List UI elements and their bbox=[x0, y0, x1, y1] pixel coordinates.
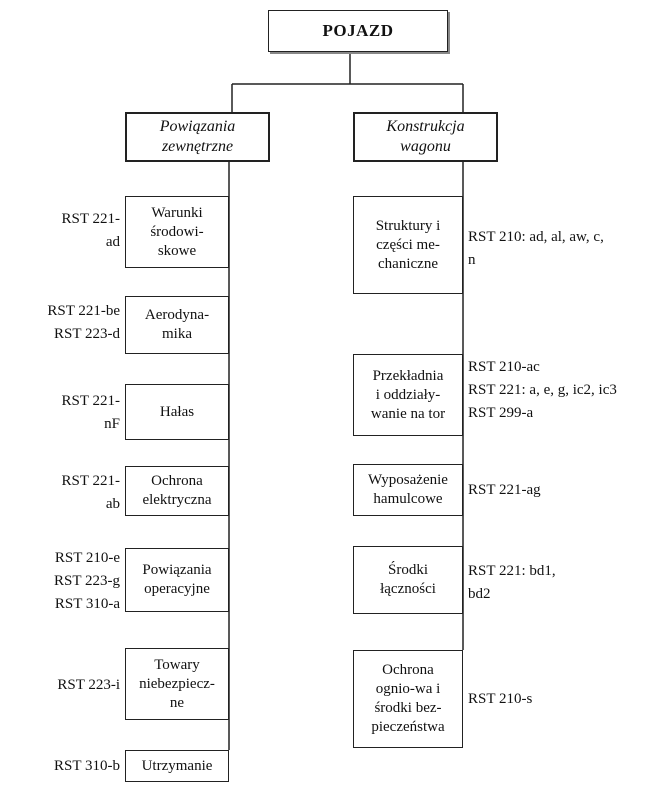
left-node: Warunki środowi- skowe bbox=[125, 196, 229, 268]
node-label: Warunki środowi- skowe bbox=[150, 204, 204, 259]
left-node: Aerodyna- mika bbox=[125, 296, 229, 354]
node-label: Utrzymanie bbox=[141, 757, 213, 774]
left-node: Utrzymanie bbox=[125, 750, 229, 782]
node-label: Hałas bbox=[159, 403, 195, 420]
node-label: Struktury i części me- chaniczne bbox=[375, 217, 441, 272]
requirement-reference: RST 210: ad, al, aw, c, n bbox=[468, 229, 604, 268]
branch-node-left: Powiązania zewnętrzne bbox=[125, 112, 270, 162]
left-node: Towary niebezpiecz- ne bbox=[125, 648, 229, 720]
requirement-reference: RST 210-ac RST 221: a, e, g, ic2, ic3 RS… bbox=[468, 359, 617, 421]
requirement-reference: RST 210-s bbox=[468, 691, 533, 707]
node-label: Ochrona ognio-wa i środki bez- pieczeńst… bbox=[371, 662, 445, 735]
requirement-reference: RST 221- nF bbox=[61, 393, 120, 432]
right-node: Struktury i części me- chaniczne bbox=[353, 196, 463, 294]
requirement-reference: RST 210-e RST 223-g RST 310-a bbox=[54, 550, 120, 612]
right-node: Przekładnia i oddziały- wanie na tor bbox=[353, 354, 463, 436]
branch-label-left: Powiązania zewnętrzne bbox=[159, 118, 236, 155]
branch-node-right: Konstrukcja wagonu bbox=[353, 112, 498, 162]
node-label: Przekładnia i oddziały- wanie na tor bbox=[370, 367, 446, 422]
node-label: Ochrona elektryczna bbox=[142, 473, 212, 508]
root-node: POJAZD bbox=[268, 10, 448, 52]
left-node: Ochrona elektryczna bbox=[125, 466, 229, 516]
root-label: POJAZD bbox=[322, 21, 394, 40]
requirement-reference: RST 223-i bbox=[57, 677, 120, 693]
requirement-reference: RST 221- ad bbox=[61, 211, 120, 250]
left-node: Hałas bbox=[125, 384, 229, 440]
requirement-reference: RST 221-be RST 223-d bbox=[47, 303, 120, 342]
right-node: Środki łączności bbox=[353, 546, 463, 614]
branch-label-right: Konstrukcja wagonu bbox=[386, 118, 465, 155]
node-label: Towary niebezpiecz- ne bbox=[139, 656, 215, 711]
right-node: Ochrona ognio-wa i środki bez- pieczeńst… bbox=[353, 650, 463, 748]
right-node: Wyposażenie hamulcowe bbox=[353, 464, 463, 516]
requirement-reference: RST 310-b bbox=[54, 758, 120, 774]
requirement-reference: RST 221: bd1, bd2 bbox=[468, 563, 556, 602]
node-label: Powiązania operacyjne bbox=[142, 562, 212, 597]
node-label: Środki łączności bbox=[380, 562, 436, 597]
requirement-reference: RST 221-ag bbox=[468, 482, 541, 498]
requirement-reference: RST 221- ab bbox=[61, 473, 120, 512]
node-label: Wyposażenie hamulcowe bbox=[368, 472, 448, 507]
left-node: Powiązania operacyjne bbox=[125, 548, 229, 612]
node-label: Aerodyna- mika bbox=[144, 307, 210, 342]
